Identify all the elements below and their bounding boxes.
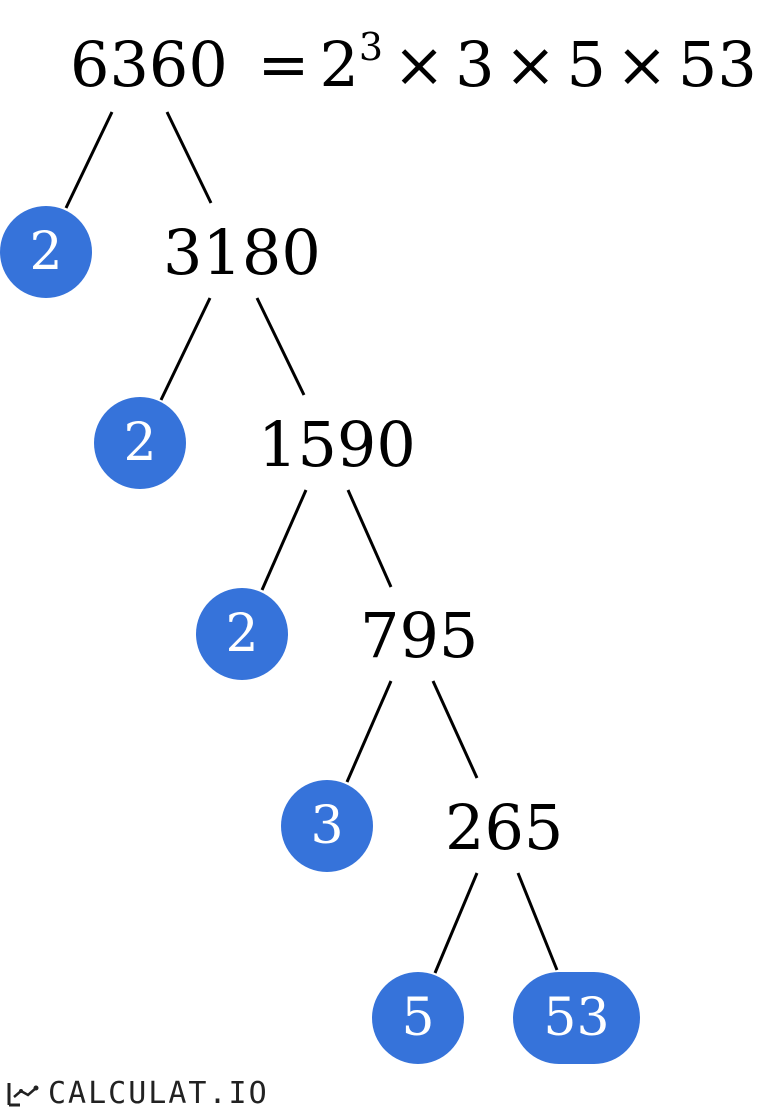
equation-number: 6360	[70, 28, 228, 101]
equation-factor: 5	[566, 28, 606, 101]
composite-node: 795	[360, 599, 479, 672]
branch-line	[159, 297, 212, 401]
equation-exponent: 3	[358, 25, 384, 69]
prime-node: 2	[0, 206, 92, 298]
times-sign: ×	[504, 28, 557, 101]
equation-factor: 3	[455, 28, 495, 101]
composite-node: 265	[445, 791, 564, 864]
branch-line	[260, 489, 308, 591]
calculat-logo: CALCULAT.IO	[6, 1076, 269, 1111]
factorization-equation: 6360 =23×3×5×53	[70, 28, 757, 96]
logo-icon	[7, 1082, 39, 1106]
branch-line	[165, 111, 213, 204]
times-sign: ×	[393, 28, 446, 101]
branch-line	[255, 297, 306, 396]
branch-line	[64, 111, 114, 209]
equals-sign: =	[257, 28, 310, 101]
logo-text: CALCULAT.IO	[48, 1076, 269, 1111]
branch-line	[433, 872, 479, 974]
prime-node: 5	[372, 972, 464, 1064]
composite-node: 3180	[163, 216, 321, 289]
prime-node: 2	[196, 588, 288, 680]
branch-line	[516, 872, 559, 971]
prime-node: 53	[513, 972, 640, 1064]
times-sign: ×	[615, 28, 668, 101]
branch-line	[431, 680, 479, 779]
composite-node: 1590	[258, 408, 416, 481]
prime-node: 2	[94, 397, 186, 489]
prime-node: 3	[281, 780, 373, 872]
equation-factor: 53	[677, 28, 757, 101]
equation-base: 2	[319, 28, 359, 101]
branch-line	[346, 489, 393, 588]
branch-line	[345, 680, 393, 783]
